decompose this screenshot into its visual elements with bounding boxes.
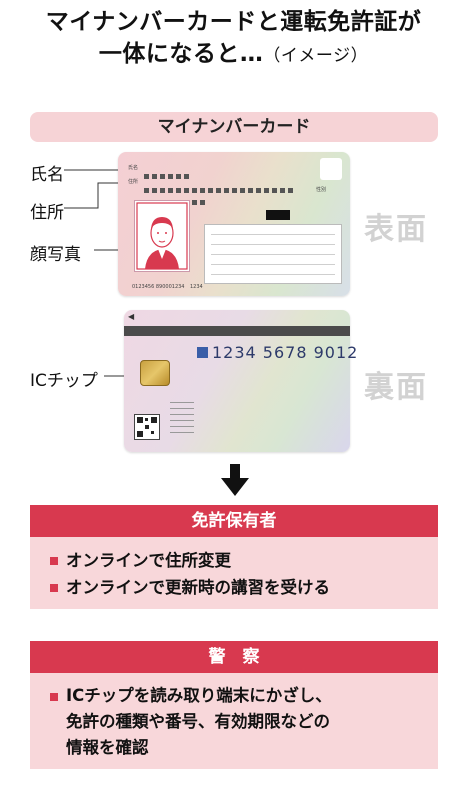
triangle-icon: ◀	[128, 312, 135, 321]
person-icon	[135, 201, 189, 271]
card-header: マイナンバーカード	[30, 112, 438, 142]
police-list: ICチップを読み取り端末にかざし、 免許の種類や番号、有効期限などの 情報を確認	[30, 673, 438, 769]
holder-title: 免許保有者	[30, 505, 438, 537]
police-title: 警 察	[30, 641, 438, 673]
police-item-line-2: 免許の種類や番号、有効期限などの	[66, 712, 330, 731]
holder-item: オンラインで更新時の講習を受ける	[50, 574, 424, 601]
redaction-bar	[266, 210, 290, 220]
address-placeholder-2	[144, 190, 208, 205]
holder-panel: 免許保有者 オンラインで住所変更 オンラインで更新時の講習を受ける	[30, 505, 438, 609]
holder-item-text: オンラインで更新時の講習を受ける	[66, 578, 330, 597]
address-placeholder	[144, 178, 296, 193]
ic-chip-icon	[140, 360, 170, 386]
card-front: 氏名 住所 性別 0123456 890001234 1234	[118, 152, 350, 296]
front-field-address: 住所	[128, 179, 139, 185]
holder-item-text: オンラインで住所変更	[66, 551, 231, 570]
number-marker	[197, 347, 208, 358]
police-item-line-1: ICチップを読み取り端末にかざし、	[66, 686, 332, 705]
name-placeholder	[144, 164, 192, 179]
front-gender: 性別	[316, 187, 327, 193]
title-line-2-sub: （イメージ）	[263, 46, 369, 66]
holder-list: オンラインで住所変更 オンラインで更新時の講習を受ける	[30, 537, 438, 609]
police-item-line-3: 情報を確認	[66, 738, 149, 757]
label-photo: 顔写真	[30, 245, 81, 265]
license-info-box	[204, 224, 342, 284]
label-name: 氏名	[30, 165, 64, 185]
card-number: 1234 5678 9012	[212, 343, 359, 362]
bullet-icon	[50, 584, 58, 592]
police-item: ICチップを読み取り端末にかざし、 免許の種類や番号、有効期限などの 情報を確認	[50, 683, 424, 761]
card-back: ◀ 1234 5678 9012	[124, 310, 357, 452]
title-line-1: マイナンバーカードと運転免許証が	[45, 9, 422, 35]
signature-lines	[170, 402, 194, 438]
holder-item: オンラインで住所変更	[50, 547, 424, 574]
title-line-2: 一体になると…（イメージ）	[0, 38, 467, 72]
arrow-down-icon	[221, 464, 249, 496]
label-ic-chip: ICチップ	[30, 371, 98, 391]
bullet-icon	[50, 557, 58, 565]
label-address: 住所	[30, 203, 64, 223]
page-title: マイナンバーカードと運転免許証が 一体になると…（イメージ）	[0, 6, 467, 72]
magnetic-stripe	[124, 326, 350, 336]
card-corner-box	[320, 158, 342, 180]
front-footer-code: 0123456 890001234	[132, 284, 185, 290]
side-label-back: 裏面	[364, 370, 428, 405]
bullet-icon	[50, 693, 58, 701]
front-field-name: 氏名	[128, 165, 139, 171]
police-panel: 警 察 ICチップを読み取り端末にかざし、 免許の種類や番号、有効期限などの 情…	[30, 641, 438, 769]
qr-code-icon	[134, 414, 160, 440]
side-label-front: 表面	[364, 212, 428, 247]
title-line-2-main: 一体になると…	[98, 41, 264, 67]
qr-pattern	[137, 417, 157, 437]
front-footer-num: 1234	[190, 284, 203, 290]
photo-portrait	[134, 200, 190, 272]
